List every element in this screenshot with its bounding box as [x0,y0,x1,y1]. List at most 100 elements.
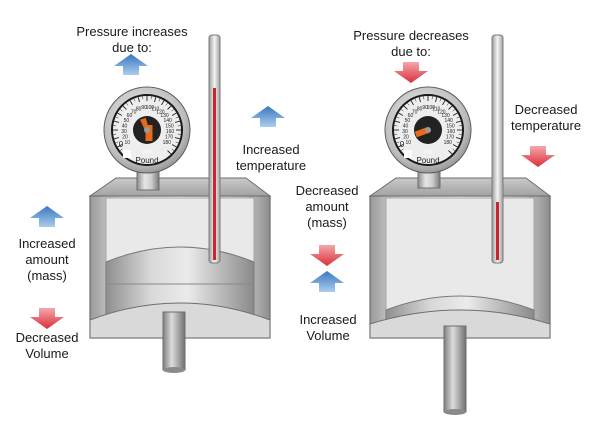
right-gauge-tick-label: 110 [432,107,440,113]
right-temperature-label: Decreased temperature [510,102,582,133]
right-gauge-tick [448,150,453,155]
left-gauge-tick-label: 110 [151,107,159,113]
left-gauge-tick [175,116,179,119]
up-arrow-icon [114,54,148,75]
left-gauge-tick [137,97,140,103]
right-gauge-sub-label: PSI [424,150,432,156]
left-gauge-tick-label: 40 [122,123,128,129]
right-gauge-tick [439,98,442,102]
left-gauge-tick-label: 30 [121,129,127,135]
left-gauge-tick [171,109,175,112]
left-temperature-label: Increased temperature [235,142,307,173]
arrow-left-volume [30,308,64,329]
right-piston-rod [443,325,467,413]
left-gauge-tick [133,98,136,102]
left-gauge-zero-label: 0 [119,140,124,149]
right-gauge-tick [452,144,458,148]
right-cylinder-cap [368,177,552,197]
left-thermometer-column [213,88,216,260]
left-gauge-tick-label: 130 [160,113,169,119]
left-heading: Pressure increases due to: [76,24,188,55]
right-gauge-tick [446,102,449,106]
left-gauge-tick [171,144,177,148]
down-arrow-icon [310,245,344,266]
left-gauge-tick [158,98,161,102]
right-gauge-tick-label: 140 [444,118,453,124]
left-gauge-tick [117,144,123,148]
right-gauge-window [404,150,412,158]
right-gauge-tick [400,109,404,112]
right-gauge-tick-label: 180 [444,140,453,146]
right-gauge-tick-label: 20 [403,135,409,141]
right-gauge-tick [396,141,400,144]
left-gauge-tick [161,100,165,106]
right-gauge-tick [452,148,456,151]
left-gauge-tick [175,141,179,144]
right-gauge-unit-label: Pound [416,156,439,165]
right-gauge-tick [435,97,438,103]
left-gauge-tick-label: 20 [122,135,128,141]
right-gauge-tick-label: 40 [403,123,409,129]
left-gauge-tick [114,137,120,140]
right-heading: Pressure decreases due to: [353,28,469,59]
right-gauge-tick-label: 60 [408,113,414,119]
left-gauge-tick-label: 10 [124,140,130,146]
left-gauge-tick [119,109,123,112]
left-gauge-tick-label: 180 [163,140,172,146]
left-gauge-tick [167,105,172,110]
left-gauge-tick [115,141,119,144]
right-amount-label: Decreased amount (mass) [295,183,359,230]
right-gauge-tick [403,105,408,110]
right-gauge-tick [418,97,421,103]
right-gauge-tick [452,109,456,112]
left-gauge-tick [114,120,120,123]
left-gauge-tick-label: 70 [131,109,137,115]
right-cylinder-base [369,309,551,339]
right-gauge-tick [400,148,404,151]
left-gauge-tick [171,148,175,151]
right-gauge-tick [398,144,404,148]
left-gauge-tick [115,116,119,119]
left-gauge-tick-label: 80 [136,107,142,113]
left-gauge-tick-label: 100 [146,105,155,111]
left-gauge-tick-label: 50 [124,118,130,124]
down-arrow-icon [30,308,64,329]
left-gauge-sub-label: PSI [143,150,151,156]
left-gauge-tick-label: 120 [156,109,165,115]
left-gauge-indicator [145,125,153,141]
left-gauge-tick [174,137,180,140]
right-gauge-tick-label: 100 [427,105,436,111]
left-gauge-tick-label: 150 [165,123,174,129]
right-gauge-tick-label: 130 [441,113,450,119]
right-gauge-tick [395,120,401,123]
right-gauge-tick [398,112,404,116]
arrow-right-amount [310,245,344,266]
left-gauge-tick [165,102,168,106]
right-gauge-tick [396,116,400,119]
right-gauge-tick-label: 70 [412,109,418,115]
left-gauge-tick [117,112,123,116]
right-volume-label: Increased Volume [299,312,357,343]
left-gauge-tick [122,105,127,110]
left-gauge-tick [167,150,172,155]
right-gauge-tick [410,100,414,106]
right-gauge-tick-label: 30 [402,129,408,135]
left-gauge-tick [129,100,133,106]
right-gauge-tick [395,137,401,140]
right-gauge-tick [452,112,458,116]
right-gauge-tick-label: 120 [437,109,446,115]
right-gauge-tick [456,116,460,119]
right-gauge-zero-label: 0 [400,140,405,149]
right-gauge-tick [455,137,461,140]
arrow-left-amount [30,206,64,227]
right-gauge-tick [442,100,446,106]
right-gauge-tick-label: 10 [405,140,411,146]
left-volume-label: Decreased Volume [15,330,79,361]
right-gauge-tick-label: 80 [417,107,423,113]
left-gauge-unit-label: Pound [135,156,158,165]
down-arrow-icon [394,62,428,83]
down-arrow-icon [521,146,555,167]
